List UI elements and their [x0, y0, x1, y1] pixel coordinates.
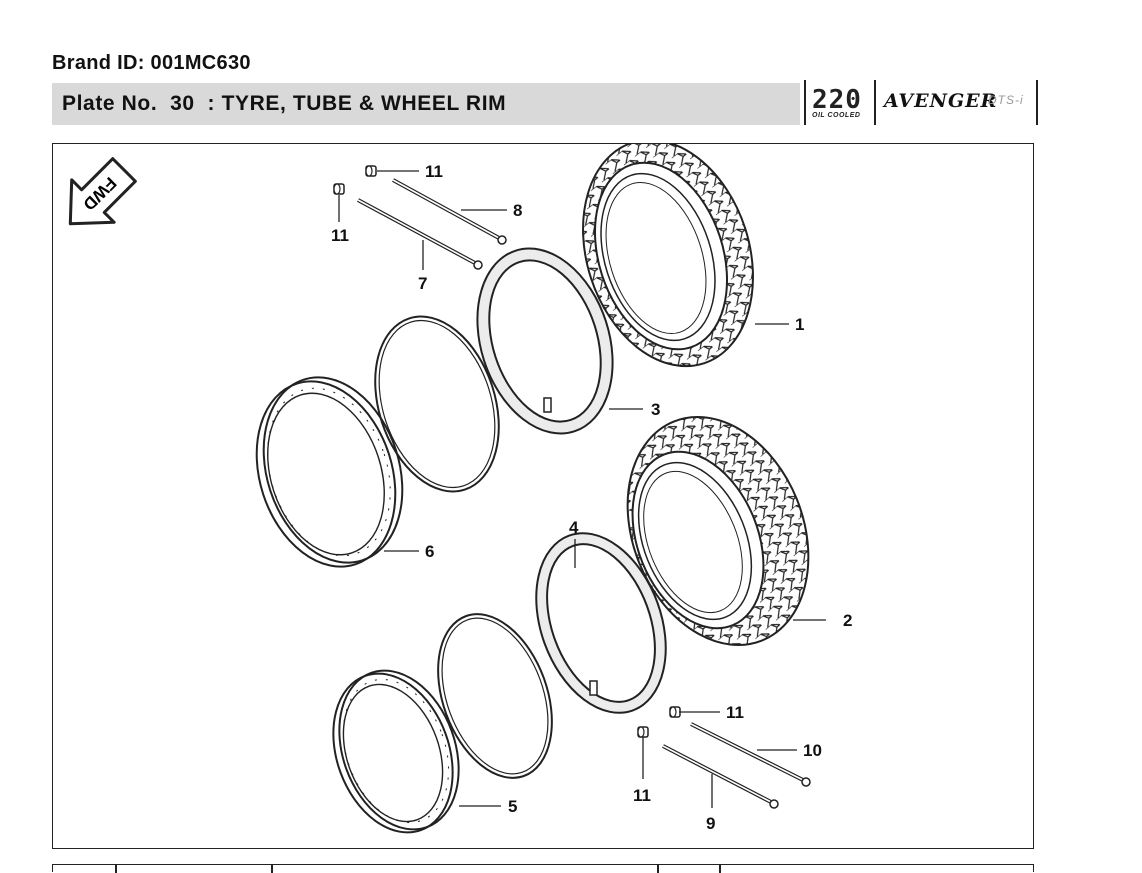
engine-sub-label: OIL COOLED: [812, 112, 861, 119]
table-column-divider: [719, 865, 721, 873]
plate-title-bar: Plate No. 30 : TYRE, TUBE & WHEEL RIM: [52, 83, 800, 125]
parts-table-header: [52, 864, 1034, 873]
nut-11-rear-top: [669, 706, 681, 718]
callout-11-rear-left: 11: [633, 786, 651, 805]
engine-number: 220: [812, 85, 862, 115]
front-wheel-rim: [255, 376, 404, 568]
nut-11-front-left: [333, 183, 345, 195]
leader-lines: [338, 170, 826, 808]
nut-11-rear-left: [637, 726, 649, 738]
front-rim-band: [374, 315, 500, 493]
table-column-divider: [115, 865, 117, 873]
rear-rim-band: [437, 613, 553, 779]
callout-1: 1: [795, 315, 804, 334]
fwd-arrow-icon: FWD: [68, 157, 137, 226]
brand-id: Brand ID: 001MC630: [52, 52, 251, 74]
diagram-canvas: FWD: [68, 144, 852, 834]
engine-220-logo: 220 OIL COOLED: [804, 80, 876, 125]
avenger-logo: AVENGER DTS-i: [874, 80, 1038, 125]
callout-7: 7: [418, 274, 427, 293]
table-column-divider: [657, 865, 659, 873]
plate-title: Plate No. 30 : TYRE, TUBE & WHEEL RIM: [62, 92, 507, 115]
rear-axle-parts: [637, 706, 811, 809]
callout-2: 2: [843, 611, 852, 630]
callout-6: 6: [425, 542, 434, 561]
rear-tube-valve: [589, 680, 598, 696]
callout-10: 10: [803, 741, 822, 760]
exploded-diagram: FWD: [52, 143, 1034, 849]
callout-3: 3: [651, 400, 660, 419]
callout-11-front-top: 11: [425, 162, 443, 181]
rear-tube: [535, 532, 667, 714]
avenger-wordmark: AVENGER: [884, 90, 998, 112]
front-tube: [476, 247, 614, 435]
rear-tyre: [626, 416, 810, 646]
front-axle-parts: [333, 165, 507, 270]
avenger-suffix: DTS-i: [988, 93, 1024, 107]
rear-wheel-rim: [332, 669, 460, 834]
callout-11-front-left: 11: [331, 226, 349, 245]
callout-8: 8: [513, 201, 522, 220]
callout-11-rear-top: 11: [726, 703, 744, 722]
front-tube-valve: [543, 397, 552, 413]
table-column-divider: [271, 865, 273, 873]
front-tyre: [582, 144, 754, 368]
nut-11-front-top: [365, 165, 377, 177]
callout-5: 5: [508, 797, 517, 816]
callout-9: 9: [706, 814, 715, 833]
callout-4: 4: [569, 518, 579, 537]
